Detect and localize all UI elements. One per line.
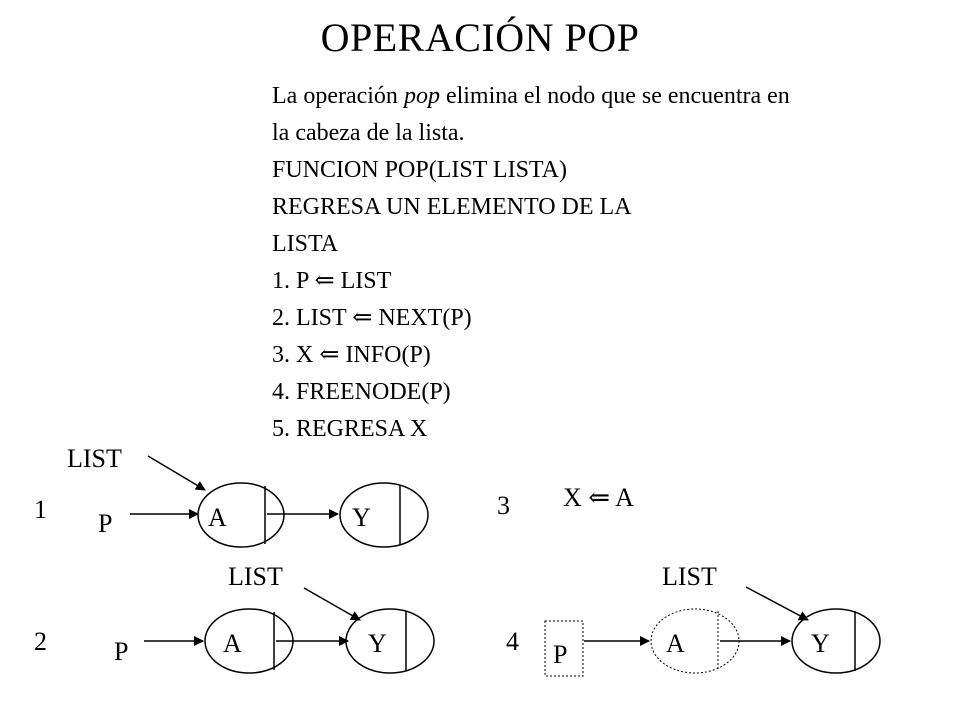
step-4-p-label: P xyxy=(553,640,567,669)
step-2-text: 2. LIST ⇐ NEXT(P) xyxy=(272,305,472,331)
intro-part2: elimina el nodo que se encuentra en la c… xyxy=(272,83,790,146)
step-2-node-a-label: A xyxy=(223,629,242,658)
step-1-node-y-label: Y xyxy=(352,503,371,532)
intro-italic-pop: pop xyxy=(403,83,440,109)
step-1-p-label: P xyxy=(98,509,112,538)
step-4-number: 4 xyxy=(506,627,519,656)
step-3-text: 3. X ⇐ INFO(P) xyxy=(272,342,431,368)
step-4-freed-p-box xyxy=(544,620,584,677)
step-4-node-a-label: A xyxy=(666,629,685,658)
step-2-list-arrow xyxy=(303,587,361,621)
intro-text: La operación pop elimina el nodo que se … xyxy=(272,78,792,152)
step-2-node-y-label: Y xyxy=(368,629,387,658)
step-3-assignment: X ⇐ A xyxy=(563,483,634,512)
step-4-list-arrow xyxy=(745,586,809,621)
page-title: OPERACIÓN POP xyxy=(320,15,640,60)
step-2-node-y xyxy=(345,608,435,674)
step-1-list-label: LIST xyxy=(67,444,122,473)
step-2-number: 2 xyxy=(34,627,47,656)
step-4-text: 4. FREENODE(P) xyxy=(272,379,451,405)
function-header: FUNCION POP(LIST LISTA) xyxy=(272,157,567,183)
step-2-p-label: P xyxy=(114,637,128,666)
returns-line-2: LISTA xyxy=(272,231,339,257)
diagram-step-1: 1 LIST P A Y xyxy=(34,444,429,548)
step-1-text: 1. P ⇐ LIST xyxy=(272,268,392,294)
diagram-step-2: 2 LIST P A Y xyxy=(34,562,435,674)
returns-line-1: REGRESA UN ELEMENTO DE LA xyxy=(272,194,632,220)
step-2-list-label: LIST xyxy=(228,562,283,591)
diagram-step-4: 4 LIST P A Y xyxy=(506,562,881,677)
step-1-node-a xyxy=(197,482,285,548)
step-4-node-y xyxy=(791,608,881,674)
step-5-text: 5. REGRESA X xyxy=(272,416,428,442)
step-1-node-a-label: A xyxy=(208,503,227,532)
step-3-number: 3 xyxy=(497,491,510,520)
step-1-number: 1 xyxy=(34,495,47,524)
description-block: La operación pop elimina el nodo que se … xyxy=(272,78,792,448)
step-1-list-arrow xyxy=(147,455,206,491)
step-4-list-label: LIST xyxy=(662,562,717,591)
intro-part1: La operación xyxy=(272,83,404,109)
step-1-node-y xyxy=(339,482,429,548)
diagram-step-3: 3 X ⇐ A xyxy=(497,483,634,520)
step-4-node-y-label: Y xyxy=(811,629,830,658)
